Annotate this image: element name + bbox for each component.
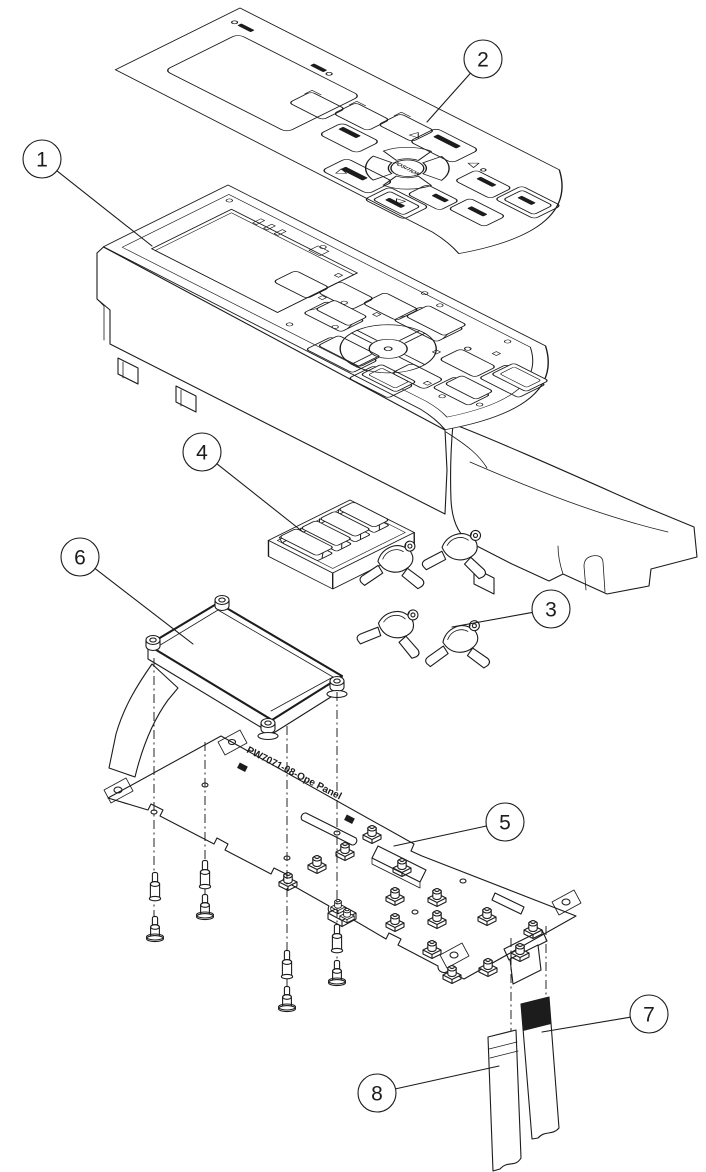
callout-4: 4 bbox=[182, 432, 304, 533]
callout-8: 8 bbox=[357, 1065, 500, 1113]
screw bbox=[148, 871, 162, 902]
key-clip bbox=[421, 619, 491, 675]
lcd-boss bbox=[214, 594, 230, 612]
callouts: 1 2 3 4 5 6 7 8 bbox=[22, 39, 669, 1113]
housing-tab bbox=[175, 385, 197, 413]
pcb-slot bbox=[300, 812, 358, 846]
callout-1: 1 bbox=[22, 139, 153, 247]
screw bbox=[330, 923, 344, 954]
callout-4-label: 4 bbox=[196, 442, 208, 465]
lcd-flex-arm bbox=[108, 663, 179, 778]
callout-3-label: 3 bbox=[545, 599, 557, 622]
key-block-keys bbox=[278, 502, 389, 561]
callout-6: 6 bbox=[60, 537, 194, 645]
pcb-pin-header bbox=[491, 892, 525, 915]
overlay-key bbox=[449, 198, 505, 227]
housing-nav-well bbox=[339, 324, 437, 374]
screw bbox=[195, 893, 215, 921]
lcd-boss bbox=[260, 717, 276, 735]
housing-arm bbox=[445, 423, 698, 595]
overlay-key bbox=[365, 187, 428, 219]
callout-1-label: 1 bbox=[36, 149, 48, 172]
callout-3: 3 bbox=[451, 589, 571, 629]
led2-icon bbox=[325, 72, 333, 76]
key-clip bbox=[354, 602, 426, 660]
overlay-key bbox=[320, 123, 378, 153]
screw bbox=[280, 949, 294, 980]
callout-5-label: 5 bbox=[499, 812, 511, 835]
callout-6-label: 6 bbox=[74, 547, 86, 570]
callout-5: 5 bbox=[393, 802, 525, 847]
key-block bbox=[267, 499, 415, 590]
pcb-switches bbox=[278, 825, 543, 985]
overlay-key bbox=[456, 170, 511, 198]
callout-8-label: 8 bbox=[371, 1083, 383, 1106]
screw bbox=[198, 859, 212, 890]
callout-2-label: 2 bbox=[477, 49, 489, 72]
overlay-key bbox=[323, 159, 392, 194]
lcd-module bbox=[108, 594, 348, 778]
overlay-lcd-window bbox=[167, 35, 358, 132]
control-pcb: PW7071-08-Ope Panel bbox=[103, 729, 582, 985]
lcd-boss bbox=[329, 675, 345, 693]
housing-tab bbox=[117, 357, 139, 385]
screw bbox=[145, 915, 165, 943]
ribbon-cable-7 bbox=[520, 996, 560, 1140]
callout-7-label: 7 bbox=[643, 1004, 655, 1027]
screw bbox=[327, 959, 347, 987]
housing-key-frames bbox=[304, 300, 548, 406]
flat-cable-8 bbox=[487, 1029, 522, 1172]
key-clip bbox=[421, 528, 488, 580]
led1-icon bbox=[230, 20, 239, 25]
callout-7: 7 bbox=[541, 994, 669, 1034]
overlay-step-keys bbox=[290, 90, 433, 142]
overlay-position-pad: POSITION bbox=[335, 132, 480, 205]
overlay-key bbox=[496, 186, 560, 219]
overlay-sheet: POSITION bbox=[114, 7, 563, 254]
lcd-boss bbox=[145, 634, 161, 652]
screw bbox=[277, 985, 297, 1013]
front-housing bbox=[96, 184, 698, 595]
overlay-key bbox=[408, 185, 458, 210]
callout-2: 2 bbox=[426, 39, 503, 123]
housing-front-wall bbox=[96, 246, 448, 515]
